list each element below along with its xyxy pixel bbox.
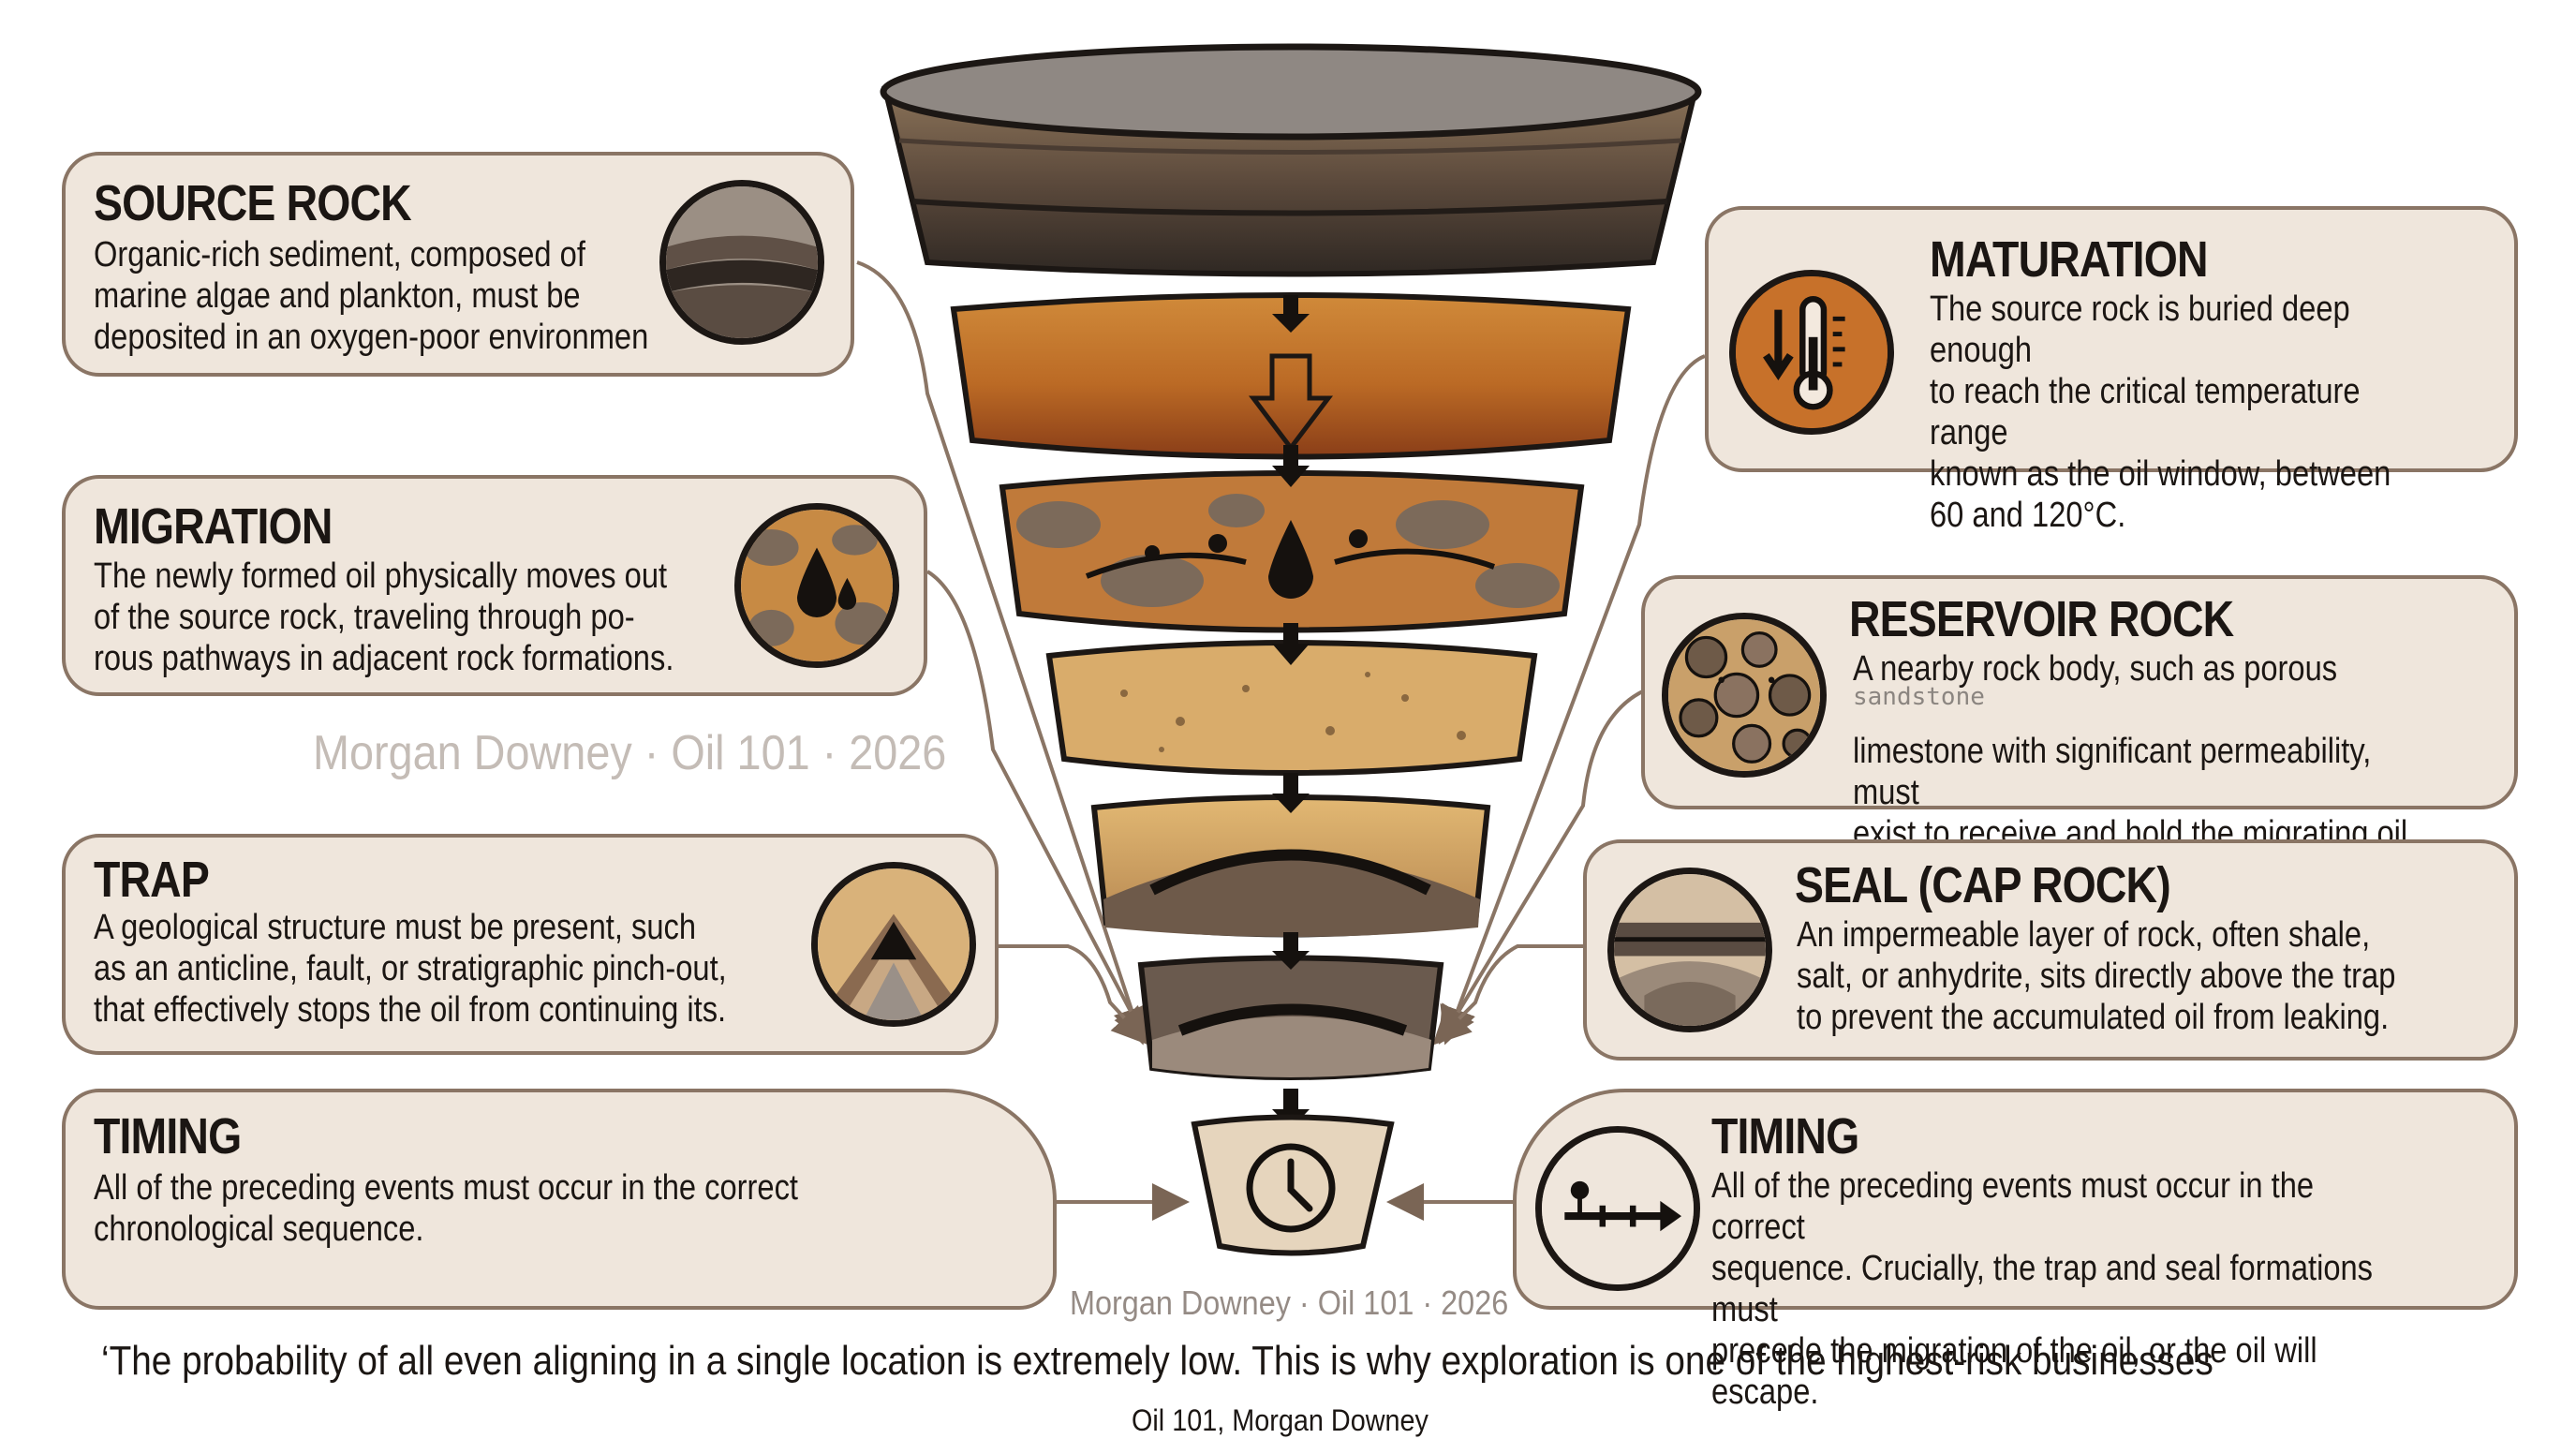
basin-top-layer [880, 43, 1702, 277]
card-body: An impermeable layer of rock, often shal… [1797, 915, 2396, 1037]
card-seal: SEAL (CAP ROCK) An impermeable layer of … [1583, 839, 2518, 1061]
card-body: All of the preceding events must occur i… [94, 1168, 799, 1249]
oil-droplets-icon [734, 503, 899, 668]
anticline-icon [811, 862, 976, 1027]
timing-vessel [1191, 1114, 1395, 1256]
card-body: The newly formed oil physically moves ou… [94, 556, 674, 678]
migration-layer [999, 470, 1585, 633]
card-timing-right: TIMING All of the preceding events must … [1513, 1089, 2518, 1412]
seal-layer [1137, 955, 1444, 1080]
reservoir-layer [1045, 640, 1538, 776]
down-arrow-icon [1248, 353, 1334, 452]
trap-layer [1090, 794, 1491, 938]
porous-rock-icon [1662, 613, 1827, 778]
watermark: Morgan Downey · Oil 101 · 2026 [313, 726, 947, 780]
sediment-layers-icon [659, 180, 824, 345]
card-body: A geological structure must be present, … [94, 908, 727, 1030]
footer-quote: ‘The probability of all even aligning in… [101, 1338, 2213, 1384]
card-title: MIGRATION [94, 498, 333, 555]
card-reservoir-rock: RESERVOIR ROCK A nearby rock body, such … [1641, 575, 2518, 853]
card-body: Organic-rich sediment, composed of marin… [94, 235, 649, 357]
oil-drop-icon [1268, 520, 1313, 599]
flow-arrows [1272, 295, 1310, 1129]
card-body: All of the preceding events must occur i… [1711, 1166, 2374, 1412]
watermark-small: Morgan Downey · Oil 101 · 2026 [1070, 1283, 1509, 1322]
card-body: The source rock is buried deep enough to… [1930, 289, 2391, 535]
card-title: MATURATION [1930, 231, 2209, 288]
card-source-rock: SOURCE ROCK Organic-rich sediment, compo… [62, 152, 854, 377]
connector-lines [856, 260, 1706, 1221]
card-title: RESERVOIR ROCK [1849, 591, 2234, 647]
footer-citation: Oil 101, Morgan Downey [1132, 1403, 1429, 1437]
timeline-icon [1535, 1126, 1700, 1291]
card-body: A nearby rock body, such as porous limes… [1853, 649, 2417, 853]
card-trap: TRAP A geological structure must be pres… [62, 834, 999, 1055]
card-timing-left: TIMING All of the preceding events must … [62, 1089, 1057, 1310]
card-title: TIMING [94, 1108, 242, 1165]
card-title: SOURCE ROCK [94, 175, 412, 231]
card-title: TIMING [1711, 1108, 1859, 1165]
card-title: TRAP [94, 852, 210, 908]
sandstone-overlay-label: sandstone [1853, 683, 1985, 711]
clock-icon [1246, 1143, 1336, 1233]
thermometer-icon [1729, 270, 1894, 435]
maturation-layer [950, 292, 1632, 460]
card-maturation: MATURATION The source rock is buried dee… [1705, 206, 2518, 535]
cap-rock-icon [1607, 868, 1772, 1032]
card-migration: MIGRATION The newly formed oil physicall… [62, 475, 927, 696]
card-title: SEAL (CAP ROCK) [1795, 857, 2171, 913]
